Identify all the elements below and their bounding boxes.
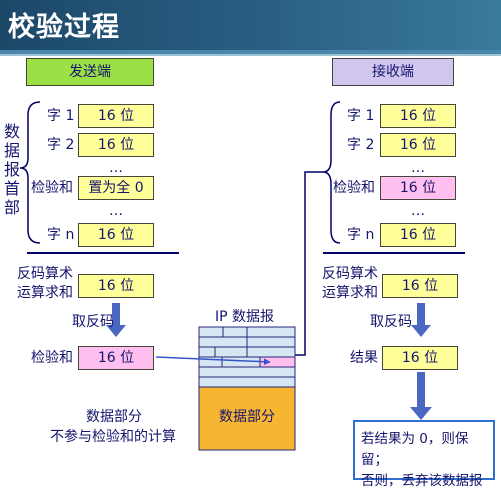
sender-down-arrow	[106, 303, 126, 337]
receiver-row-label: 字 2	[347, 137, 375, 153]
ip-datagram-data-part	[198, 386, 296, 451]
vertical-char: 部	[3, 198, 20, 217]
receiver-sum-label: 反码算术	[322, 266, 378, 282]
receiver-word-value: 16 位	[399, 137, 437, 153]
banner-stripe	[0, 50, 501, 54]
sender-ellipsis: …	[109, 160, 123, 176]
sender-checksum-label: 检验和	[31, 350, 73, 366]
sender-word-box: 16 位	[78, 104, 154, 128]
sender-sum-label: 运算求和	[17, 285, 73, 301]
ip-datagram-label: IP 数据报	[215, 309, 275, 325]
sender-checksum-zero-value: 置为全 0	[88, 180, 144, 196]
receiver-checksum-box: 16 位	[380, 176, 456, 200]
vertical-char: 报	[3, 160, 20, 179]
sender-sum-value: 16 位	[97, 278, 135, 294]
receiver-ellipsis: …	[411, 160, 425, 176]
sender-sum-label: 反码算术	[17, 266, 73, 282]
sender-word-value: 16 位	[97, 108, 135, 124]
sender-header: 发送端	[26, 58, 154, 86]
receiver-word-value: 16 位	[399, 227, 437, 243]
title-banner: 校验过程	[0, 0, 501, 50]
sender-checksum-value: 16 位	[97, 350, 135, 366]
receiver-header-brace	[322, 101, 341, 244]
page-title: 校验过程	[8, 12, 120, 43]
receiver-ellipsis: …	[411, 203, 425, 219]
receiver-row-label: 字 1	[347, 108, 375, 124]
receiver-conclusion-box: 若结果为 0，则保留； 否则，丢弃该数据报	[353, 420, 495, 489]
receiver-connector-line	[295, 171, 323, 356]
sender-word-box: 16 位	[78, 223, 154, 247]
checksum-insert-arrow	[155, 356, 271, 366]
receiver-result-label: 结果	[350, 350, 378, 366]
receiver-row-label: 检验和	[333, 180, 375, 196]
receiver-result-arrow	[410, 372, 432, 420]
receiver-sum-value: 16 位	[401, 278, 439, 294]
ip-datagram-data-label: 数据部分	[219, 409, 275, 425]
receiver-conclusion-line: 否则，丢弃该数据报	[361, 473, 483, 489]
receiver-result-box: 16 位	[382, 346, 458, 370]
sender-complement-label: 取反码	[72, 314, 114, 330]
banner-stripe-light	[0, 54, 501, 56]
receiver-header: 接收端	[332, 58, 454, 86]
sender-note: 不参与检验和的计算	[50, 429, 176, 445]
sender-header-label: 发送端	[69, 64, 111, 80]
vertical-char: 数	[3, 122, 20, 141]
receiver-checksum-value: 16 位	[399, 180, 437, 196]
receiver-down-arrow	[411, 303, 431, 337]
sender-word-value: 16 位	[97, 227, 135, 243]
sender-row-label: 字 n	[47, 227, 75, 243]
vertical-char: 首	[3, 179, 20, 198]
receiver-header-label: 接收端	[372, 64, 414, 80]
receiver-word-value: 16 位	[399, 108, 437, 124]
sender-ellipsis: …	[109, 203, 123, 219]
sender-row-label: 字 1	[47, 108, 75, 124]
sender-word-box: 16 位	[78, 133, 154, 157]
sender-row-label: 字 2	[47, 137, 75, 153]
receiver-sum-label: 运算求和	[322, 285, 378, 301]
sender-row-label: 检验和	[31, 180, 73, 196]
receiver-result-value: 16 位	[401, 350, 439, 366]
ip-datagram-header	[198, 326, 296, 388]
sender-sum-box: 16 位	[78, 274, 154, 298]
receiver-row-label: 字 n	[347, 227, 375, 243]
receiver-conclusion-line: 若结果为 0，则保留；	[361, 431, 469, 468]
sender-checksum-zero-box: 置为全 0	[78, 176, 154, 200]
receiver-sum-box: 16 位	[382, 274, 458, 298]
sender-word-value: 16 位	[97, 137, 135, 153]
receiver-complement-label: 取反码	[370, 314, 412, 330]
vertical-char: 据	[3, 141, 20, 160]
receiver-word-box: 16 位	[380, 223, 456, 247]
receiver-word-box: 16 位	[380, 104, 456, 128]
sender-note: 数据部分	[86, 409, 142, 425]
sender-header-brace	[19, 101, 41, 244]
receiver-word-box: 16 位	[380, 133, 456, 157]
sender-vertical-label: 数 据 报 首 部	[3, 122, 21, 217]
sender-checksum-box: 16 位	[78, 346, 154, 370]
